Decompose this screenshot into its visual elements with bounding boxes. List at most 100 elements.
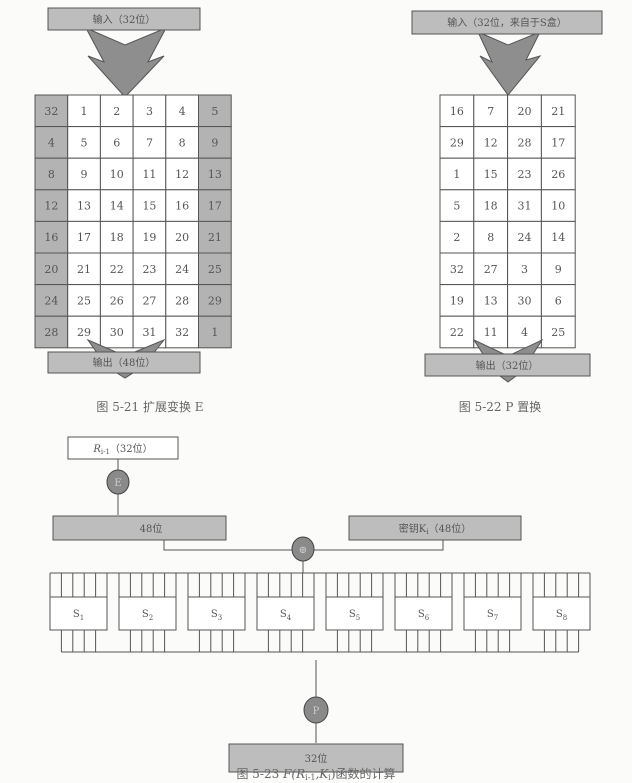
table-cell	[439, 126, 475, 159]
cell-value: 11	[484, 326, 498, 339]
table-cell	[473, 252, 509, 286]
cell-value: 11	[142, 168, 156, 181]
table-cell	[165, 284, 200, 317]
output-label: 输出（48位）	[93, 356, 156, 369]
table-cell	[439, 157, 475, 191]
down-arrow-icon	[476, 31, 542, 96]
table-cell	[132, 157, 167, 191]
cell-value: 2	[113, 105, 120, 118]
cell-value: 4	[521, 326, 528, 339]
cell-value: 18	[484, 200, 498, 213]
table-cell	[67, 157, 101, 191]
caption: 图 5-23 F(Ri-1,Ki)函数的计算	[236, 766, 395, 782]
cell-value: 8	[179, 136, 186, 149]
output-box	[47, 351, 201, 374]
table-cell	[99, 284, 134, 317]
cell-value: 3	[146, 105, 153, 118]
table-cell	[507, 220, 542, 254]
sbox-3: S3	[187, 596, 246, 631]
sbox-label: S4	[280, 609, 292, 622]
table-cell	[165, 157, 200, 191]
cell-value: 29	[450, 136, 464, 149]
cell-value: 5	[453, 200, 460, 213]
table-cell	[67, 94, 101, 128]
cell-value: 29	[77, 326, 91, 339]
sbox-8: S8	[532, 596, 591, 631]
sbox-label: S2	[142, 609, 153, 622]
cell-value: 15	[142, 200, 156, 213]
cell-value: 25	[208, 263, 222, 276]
cell-value: 7	[487, 105, 494, 118]
cell-value: 19	[142, 231, 156, 244]
cell-value: 13	[484, 294, 498, 307]
cell-value: 32	[450, 263, 464, 276]
input-label: 输入（32位）	[93, 13, 156, 26]
cell-value: 23	[142, 263, 156, 276]
sbox-5: S5	[325, 596, 384, 631]
table-cell	[507, 126, 542, 159]
table-cell	[540, 126, 576, 159]
cell-value: 7	[146, 136, 153, 149]
cell-value: 9	[555, 263, 562, 276]
table-cell	[34, 189, 69, 222]
cell-value: 32	[175, 326, 189, 339]
sbox-label: S8	[556, 609, 567, 622]
cell-value: 16	[450, 105, 464, 118]
cell-value: 24	[175, 263, 189, 276]
cell-value: 17	[77, 231, 91, 244]
sbox-6: S6	[394, 596, 453, 631]
cell-value: 1	[453, 168, 460, 181]
table-cell	[99, 315, 134, 349]
sbox-2: S2	[118, 596, 177, 631]
table-cell	[34, 315, 69, 349]
cell-value: 1	[211, 326, 218, 339]
table-cell	[99, 157, 134, 191]
sbox-label: S3	[211, 609, 222, 622]
sbox-label: S5	[349, 609, 360, 622]
cell-value: 15	[484, 168, 498, 181]
table-cell	[198, 315, 232, 349]
table-cell	[34, 220, 69, 254]
cell-value: 9	[81, 168, 88, 181]
table-cell	[198, 252, 232, 286]
table-cell	[34, 157, 69, 191]
cell-value: 17	[208, 200, 222, 213]
cell-value: 10	[110, 168, 124, 181]
cell-value: 29	[208, 294, 222, 307]
cell-value: 2	[453, 231, 460, 244]
caption: 图 5-22 P 置换	[459, 400, 541, 414]
output-32bit-box	[228, 743, 404, 773]
cell-value: 8	[48, 168, 55, 181]
table-cell	[473, 94, 509, 128]
svg-text:P: P	[313, 706, 320, 717]
cell-value: 26	[110, 294, 124, 307]
table-cell	[540, 94, 576, 128]
cell-value: 18	[110, 231, 124, 244]
output-label: 32位	[305, 752, 328, 765]
table-cell	[132, 126, 167, 159]
cell-value: 21	[208, 231, 222, 244]
cell-value: 5	[211, 105, 218, 118]
table-cell	[473, 126, 509, 159]
expanded-label: 48位	[140, 522, 163, 535]
table-cell	[198, 220, 232, 254]
table-cell	[198, 189, 232, 222]
table-cell	[198, 157, 232, 191]
cell-value: 23	[518, 168, 532, 181]
cell-value: 28	[518, 136, 532, 149]
